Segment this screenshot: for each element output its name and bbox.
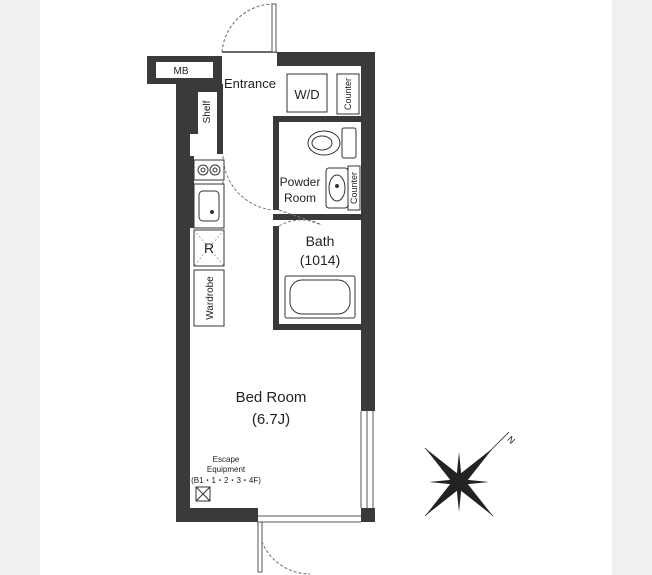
entrance-label: Entrance [224,76,276,91]
shelf-top-wall [190,84,220,92]
bottom-wall-left [176,508,258,522]
bath-bottom-wall [273,324,361,330]
balcony-window [360,411,374,508]
fridge-box [193,229,225,267]
powder-door-swing [278,209,323,227]
left-outer-wall [176,84,190,522]
bottom-wall-right [361,508,375,522]
counter-powder-label: Counter [349,172,359,204]
entrance-door-leaf [271,3,277,53]
powder-label-1: Powder [280,175,321,189]
sink-icon [325,167,349,209]
wardrobe-label: Wardrobe [205,276,216,320]
toilet-icon [307,127,357,159]
counter-powder-box [347,165,361,211]
escape-label-1: Escape [213,455,240,464]
walls [147,52,375,522]
top-right-wall [277,52,375,66]
wd-box [286,73,328,113]
powder-top-wall [273,116,361,122]
shelf-label: Shelf [202,100,213,123]
escape-label-3: (B1・1・2・3・4F) [191,476,261,485]
bottom-door-swing [257,521,311,575]
escape-hatch-icon [195,486,211,502]
shelf-wall [190,84,198,134]
mb-label: MB [174,66,189,77]
bottom-door-leaf [257,521,263,573]
entrance-door-swing [221,3,275,53]
right-outer-wall [361,52,375,411]
bedroom-label: Bed Room [236,389,307,406]
bath-label: Bath [306,233,335,249]
bath-left-wall [273,226,279,330]
bath-size-label: (1014) [300,252,340,268]
fridge-label: R [204,240,214,256]
powder-left-wall [273,116,279,210]
kitchen-sink-icon [193,183,225,229]
powder-label-2: Room [284,191,316,205]
compass-north-label: N [505,434,517,446]
kitchen-wall-left [190,156,194,228]
mb-box-wall [147,56,222,84]
escape-label-2: Equipment [207,465,246,474]
wardrobe-box [193,269,225,327]
compass-rose [424,431,510,517]
counter-top-label: Counter [343,78,353,110]
bath-top-wall [273,214,361,220]
bathtub-icon [284,275,356,319]
inner-door-swing [222,155,273,211]
wd-label: W/D [294,87,319,102]
stove-icon [193,159,225,181]
counter-top-box [336,73,360,115]
entrance-left-wall [217,84,223,154]
bedroom-size-label: (6.7J) [252,411,290,428]
